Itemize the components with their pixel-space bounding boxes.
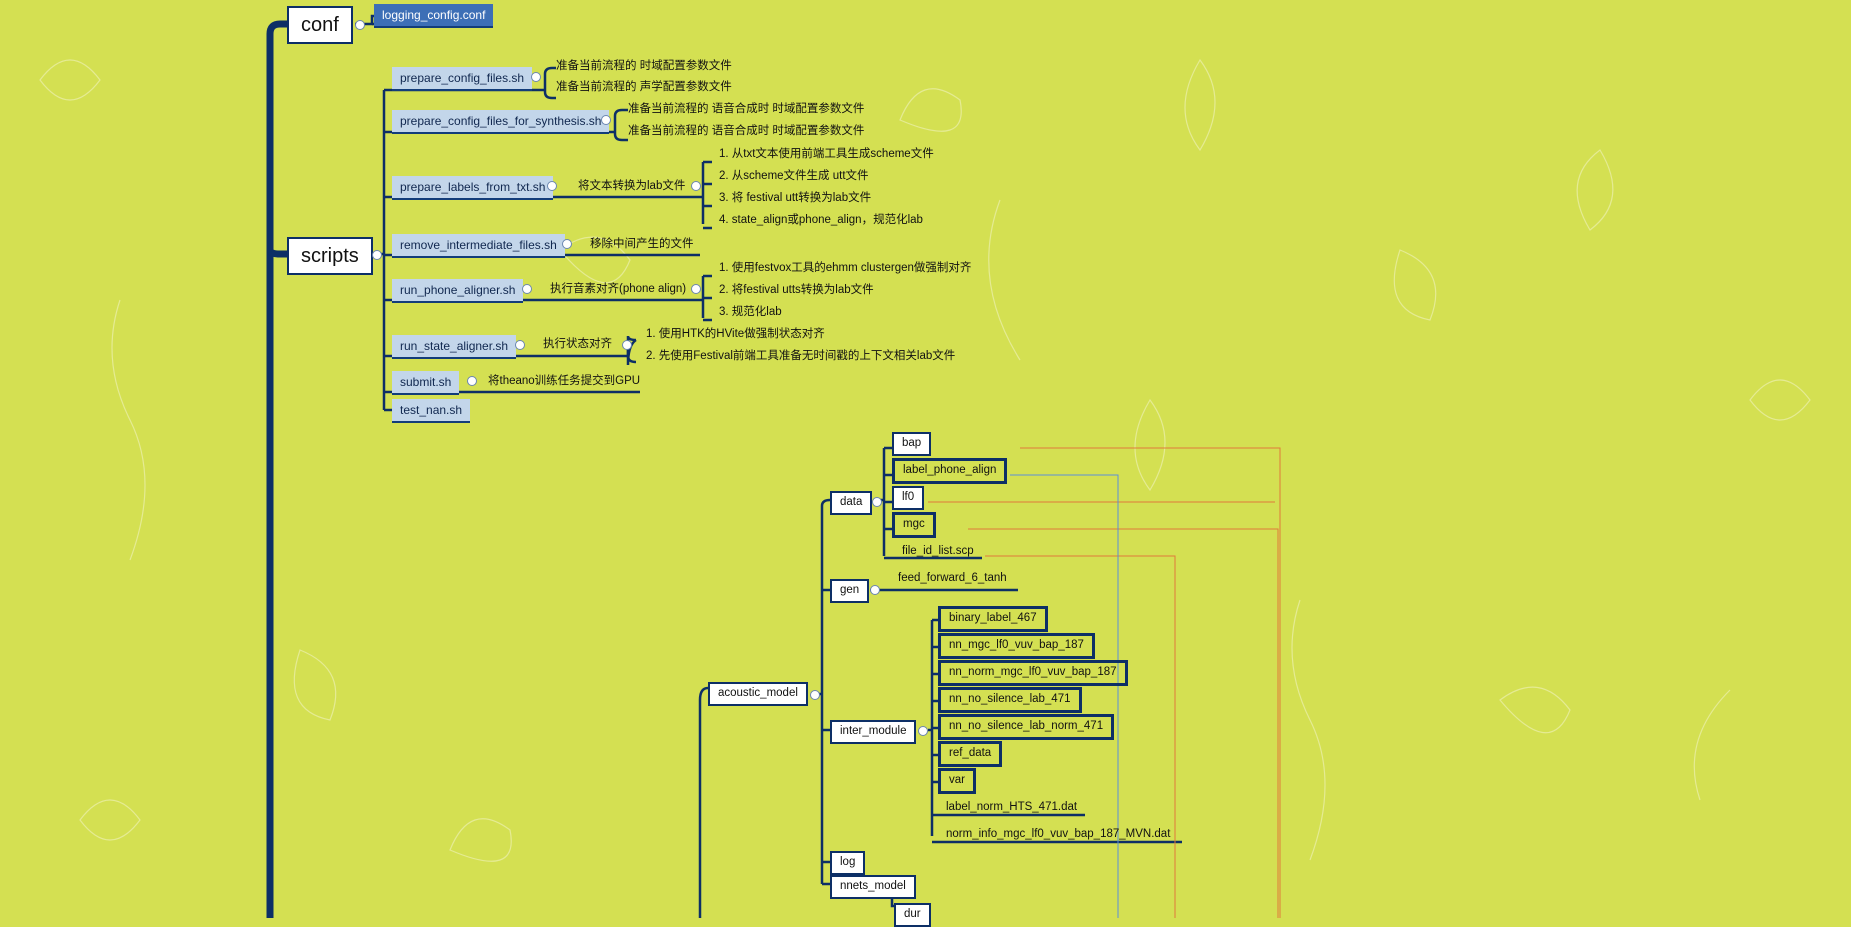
node-ref-data[interactable]: ref_data: [938, 741, 1003, 767]
node-file-id-list[interactable]: file_id_list.scp: [902, 545, 974, 557]
node-nn-no-silence[interactable]: nn_no_silence_lab_471: [938, 687, 1082, 713]
step: 3. 将 festival utt转换为lab文件: [719, 192, 872, 204]
step: 2. 将festival utts转换为lab文件: [719, 284, 874, 296]
node-data[interactable]: data: [830, 491, 873, 515]
note: 准备当前流程的 声学配置参数文件: [556, 81, 732, 93]
node-run-phone-aligner[interactable]: run_phone_aligner.sh: [392, 279, 524, 303]
node-test-nan[interactable]: test_nan.sh: [392, 399, 471, 423]
collapse-toggle[interactable]: [522, 284, 532, 294]
step: 4. state_align或phone_align，规范化lab: [719, 214, 923, 226]
node-run-state-aligner[interactable]: run_state_aligner.sh: [392, 335, 517, 359]
note: 准备当前流程的 语音合成时 时域配置参数文件: [628, 125, 865, 137]
note: 执行状态对齐: [543, 338, 612, 350]
topic-conf[interactable]: conf: [287, 6, 353, 44]
step: 1. 使用festvox工具的ehmm clustergen做强制对齐: [719, 262, 972, 274]
collapse-toggle[interactable]: [467, 376, 477, 386]
node-remove-intermediate-files[interactable]: remove_intermediate_files.sh: [392, 234, 565, 258]
collapse-toggle[interactable]: [547, 181, 557, 191]
node-var[interactable]: var: [938, 768, 976, 794]
collapse-toggle[interactable]: [872, 497, 882, 507]
note: 将文本转换为lab文件: [578, 180, 686, 192]
node-norm-info[interactable]: norm_info_mgc_lf0_vuv_bap_187_MVN.dat: [946, 828, 1171, 840]
step: 1. 使用HTK的HVite做强制状态对齐: [646, 328, 825, 340]
node-mgc[interactable]: mgc: [892, 512, 936, 538]
node-dur[interactable]: dur: [894, 903, 931, 927]
node-prepare-labels-from-txt[interactable]: prepare_labels_from_txt.sh: [392, 176, 554, 200]
node-logging-config[interactable]: logging_config.conf: [374, 4, 494, 28]
node-nn-no-silence-norm[interactable]: nn_no_silence_lab_norm_471: [938, 714, 1115, 740]
note: 执行音素对齐(phone align): [550, 283, 687, 295]
collapse-toggle[interactable]: [531, 72, 541, 82]
collapse-toggle[interactable]: [691, 284, 701, 294]
step: 1. 从txt文本使用前端工具生成scheme文件: [719, 148, 934, 160]
node-binary-label[interactable]: binary_label_467: [938, 606, 1048, 632]
step: 2. 先使用Festival前端工具准备无时间戳的上下文相关lab文件: [646, 350, 956, 362]
node-nnets-model[interactable]: nnets_model: [830, 875, 916, 899]
step: 2. 从scheme文件生成 utt文件: [719, 170, 869, 182]
node-bap[interactable]: bap: [892, 432, 932, 456]
node-gen[interactable]: gen: [830, 579, 870, 603]
collapse-toggle[interactable]: [691, 181, 701, 191]
collapse-toggle[interactable]: [355, 20, 365, 30]
collapse-toggle[interactable]: [601, 115, 611, 125]
collapse-toggle[interactable]: [562, 239, 572, 249]
collapse-toggle[interactable]: [515, 340, 525, 350]
node-inter-module[interactable]: inter_module: [830, 720, 917, 744]
node-log[interactable]: log: [830, 851, 866, 875]
collapse-toggle[interactable]: [918, 726, 928, 736]
collapse-toggle[interactable]: [810, 690, 820, 700]
node-label-phone-align[interactable]: label_phone_align: [892, 458, 1008, 484]
node-feed-forward[interactable]: feed_forward_6_tanh: [898, 572, 1007, 584]
node-prepare-config-files-for-synthesis[interactable]: prepare_config_files_for_synthesis.sh: [392, 110, 610, 134]
step: 3. 规范化lab: [719, 306, 782, 318]
node-nn-norm-mgc[interactable]: nn_norm_mgc_lf0_vuv_bap_187: [938, 660, 1128, 686]
node-prepare-config-files[interactable]: prepare_config_files.sh: [392, 67, 533, 91]
collapse-toggle[interactable]: [622, 340, 632, 350]
topic-scripts[interactable]: scripts: [287, 237, 373, 275]
note: 将theano训练任务提交到GPU: [488, 375, 641, 387]
node-nn-mgc[interactable]: nn_mgc_lf0_vuv_bap_187: [938, 633, 1095, 659]
collapse-toggle[interactable]: [372, 250, 382, 260]
node-submit[interactable]: submit.sh: [392, 371, 460, 395]
note: 准备当前流程的 语音合成时 时域配置参数文件: [628, 103, 865, 115]
note: 移除中间产生的文件: [590, 238, 694, 250]
node-label-norm-hts[interactable]: label_norm_HTS_471.dat: [946, 801, 1078, 813]
collapse-toggle[interactable]: [870, 585, 880, 595]
node-acoustic-model[interactable]: acoustic_model: [708, 682, 808, 706]
node-lf0[interactable]: lf0: [892, 486, 925, 510]
note: 准备当前流程的 时域配置参数文件: [556, 60, 732, 72]
